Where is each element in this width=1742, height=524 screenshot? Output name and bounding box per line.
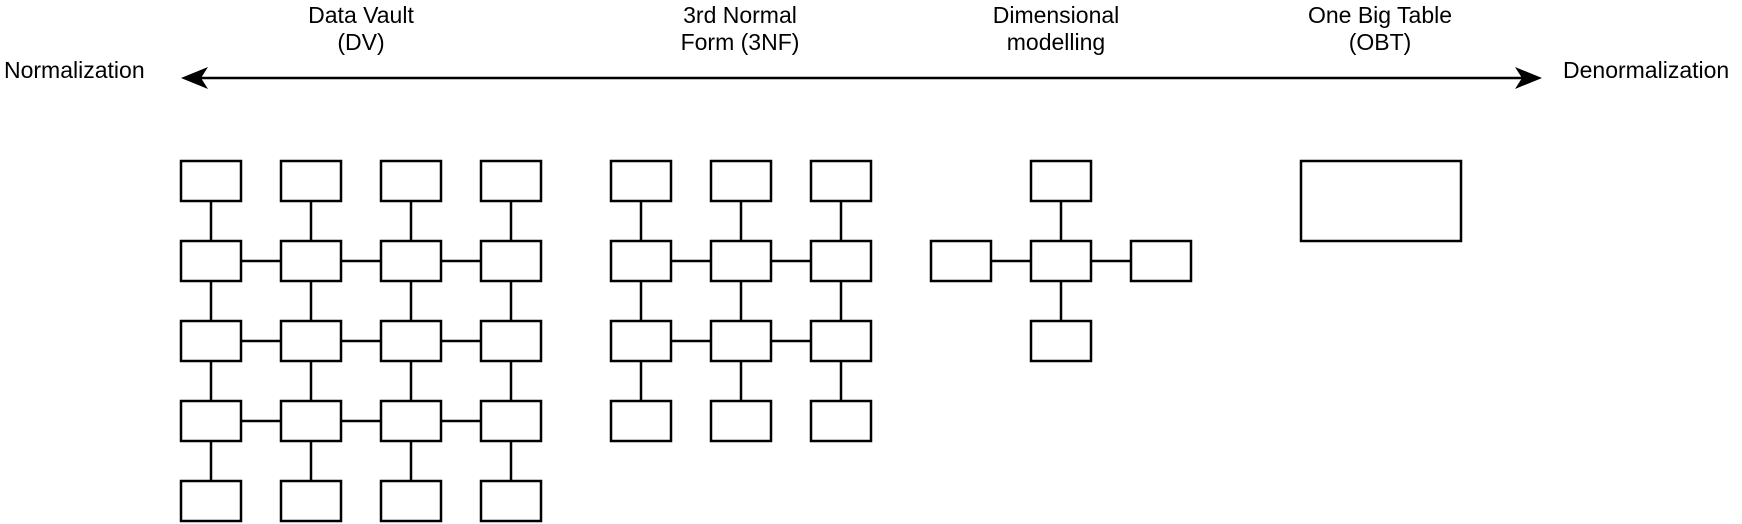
data-vault-table-box [479, 399, 543, 443]
arrowhead-right-icon [1515, 67, 1542, 89]
category-label-3nf-line2: Form (3NF) [680, 29, 800, 55]
data-vault-table-box [479, 159, 543, 203]
3nf-table-box [809, 239, 873, 283]
data-vault-table-box [279, 319, 343, 363]
data-vault-table-box [479, 479, 543, 523]
category-label-dimensional-line1: Dimensional [992, 2, 1120, 28]
data-vault-table-box [179, 399, 243, 443]
dimensional-table-box [1129, 239, 1193, 283]
data-vault-table-box [179, 159, 243, 203]
3nf-table-box [609, 399, 673, 443]
dimensional-table-box [1029, 159, 1093, 203]
3nf-table-box [709, 159, 773, 203]
dimensional-table-box [1029, 319, 1093, 363]
category-label-obt-line2: (OBT) [1348, 29, 1412, 55]
data-vault-table-box [479, 239, 543, 283]
3nf-table-box [709, 399, 773, 443]
3nf-table-box [709, 319, 773, 363]
category-label-data-vault-line2: (DV) [337, 29, 385, 55]
data-vault-table-box [179, 319, 243, 363]
data-vault-table-box [279, 159, 343, 203]
data-vault-table-box [479, 319, 543, 363]
dimensional-table-box [929, 239, 993, 283]
data-vault-table-box [279, 479, 343, 523]
category-label-3nf: 3rd Normal Form (3NF) [681, 2, 800, 56]
category-label-data-vault-line1: Data Vault [308, 2, 414, 28]
category-label-obt: One Big Table (OBT) [1308, 2, 1452, 56]
data-vault-table-box [179, 479, 243, 523]
data-vault-table-box [379, 159, 443, 203]
data-vault-table-box [279, 239, 343, 283]
data-vault-table-box [379, 479, 443, 523]
3nf-table-box [709, 239, 773, 283]
3nf-table-box [609, 159, 673, 203]
3nf-table-box [809, 319, 873, 363]
obt-table-box [1299, 159, 1463, 243]
schema-diagrams-group [179, 159, 1463, 523]
dimensional-table-box [1029, 239, 1093, 283]
arrowhead-left-icon [181, 67, 208, 89]
data-vault-table-box [279, 399, 343, 443]
denormalization-label: Denormalization [1563, 57, 1730, 83]
data-vault-table-box [379, 399, 443, 443]
category-label-dimensional: Dimensional modelling [993, 2, 1120, 56]
data-vault-table-box [179, 239, 243, 283]
category-label-obt-line1: One Big Table [1307, 2, 1453, 28]
3nf-table-box [809, 399, 873, 443]
category-label-3nf-line1: 3rd Normal [683, 2, 797, 28]
normalization-label: Normalization [4, 57, 145, 83]
3nf-table-box [609, 239, 673, 283]
data-vault-table-box [379, 239, 443, 283]
3nf-table-box [609, 319, 673, 363]
category-label-data-vault: Data Vault (DV) [308, 2, 414, 56]
category-label-dimensional-line2: modelling [1006, 29, 1106, 55]
data-vault-table-box [379, 319, 443, 363]
3nf-table-box [809, 159, 873, 203]
